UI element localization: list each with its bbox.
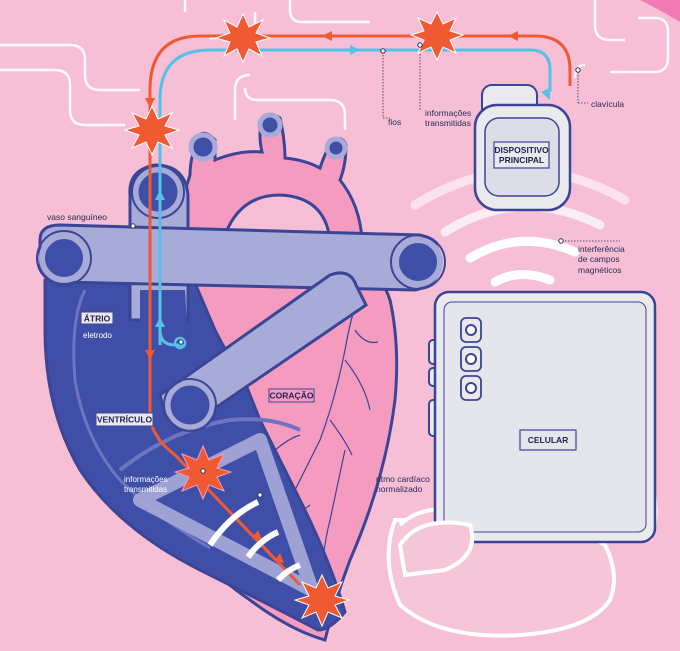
thumb — [397, 520, 475, 578]
corner-decoration — [640, 0, 680, 22]
label-ritmo-1: ritmo cardíaco — [376, 474, 430, 484]
label-interferencia-2: de campos — [578, 254, 620, 264]
vessel-openings — [36, 165, 446, 432]
phone — [428, 290, 657, 544]
label-fios: fios — [388, 117, 401, 127]
label-celular: CELULAR — [528, 435, 569, 445]
label-info-top-1: informações — [425, 108, 471, 118]
label-dispositivo-2: PRINCIPAL — [499, 155, 544, 165]
label-coracao: CORAÇÃO — [270, 391, 314, 401]
label-info-top-2: transmitidas — [425, 118, 471, 128]
label-interferencia-1: interferência — [578, 244, 625, 254]
main-device — [473, 84, 572, 212]
label-dispositivo-1: DISPOSITIVO — [494, 145, 549, 155]
label-boxes — [80, 311, 315, 427]
signal-arcs — [207, 499, 302, 583]
label-info-bottom-2: transmitidas — [124, 485, 167, 494]
burst-icons — [123, 10, 465, 628]
background-circuit-lines — [0, 0, 670, 130]
atrium-interior — [140, 290, 188, 345]
spark-icon — [214, 12, 272, 64]
wire-arrows — [145, 31, 550, 563]
spark-icon — [123, 104, 181, 157]
spark-icon — [409, 10, 465, 62]
label-eletrodo: eletrodo — [83, 331, 112, 340]
label-info-bottom-1: informações — [124, 475, 168, 484]
label-vaso: vaso sanguíneo — [47, 212, 107, 222]
spark-icon — [293, 573, 351, 628]
label-ritmo-2: normalizado — [376, 484, 423, 494]
label-atrio: ÁTRIO — [84, 314, 111, 324]
phone-cameras — [460, 317, 482, 401]
electrode-tip — [173, 336, 187, 350]
label-interferencia-3: magnéticos — [578, 265, 621, 275]
label-ventriculo: VENTRÍCULO — [97, 415, 153, 425]
label-anchors — [130, 42, 581, 498]
label-clavicula: clavícula — [591, 99, 624, 109]
